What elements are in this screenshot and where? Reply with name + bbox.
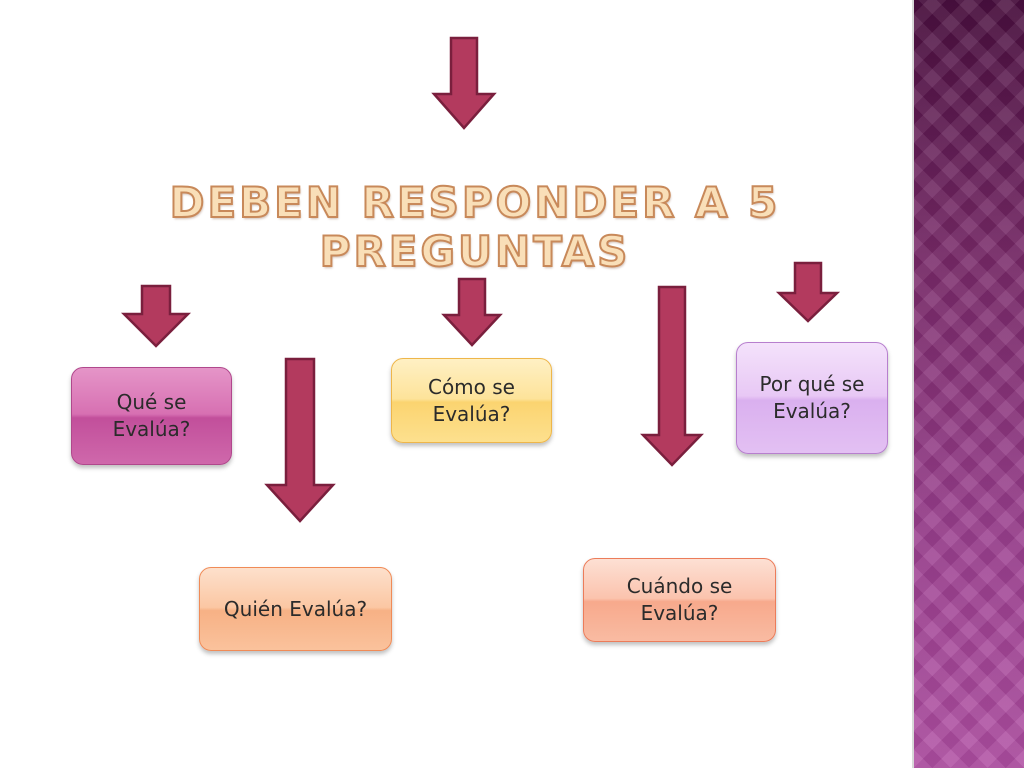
- question-box-porque: Por qué se Evalúa?: [736, 342, 888, 454]
- question-box-quien: Quién Evalúa?: [199, 567, 392, 651]
- arrow-down-icon: [431, 36, 497, 130]
- arrow-down-icon: [775, 261, 841, 323]
- question-label: Qué se Evalúa?: [112, 390, 191, 441]
- arrow-down-icon: [640, 285, 704, 467]
- arrow-down-icon: [120, 284, 192, 348]
- question-box-que: Qué se Evalúa?: [71, 367, 232, 465]
- arrow-down-icon: [441, 277, 503, 347]
- arrow-down-icon: [264, 357, 336, 523]
- question-box-cuando: Cuándo se Evalúa?: [583, 558, 776, 642]
- question-label: Por qué se Evalúa?: [759, 372, 865, 423]
- slide-title: Deben responder a 5 preguntas: [169, 177, 781, 277]
- side-decorative-band: [912, 0, 1024, 768]
- question-label: Quién Evalúa?: [223, 596, 368, 621]
- question-box-como: Cómo se Evalúa?: [391, 358, 552, 443]
- question-label: Cuándo se Evalúa?: [626, 574, 733, 625]
- question-label: Cómo se Evalúa?: [427, 374, 515, 426]
